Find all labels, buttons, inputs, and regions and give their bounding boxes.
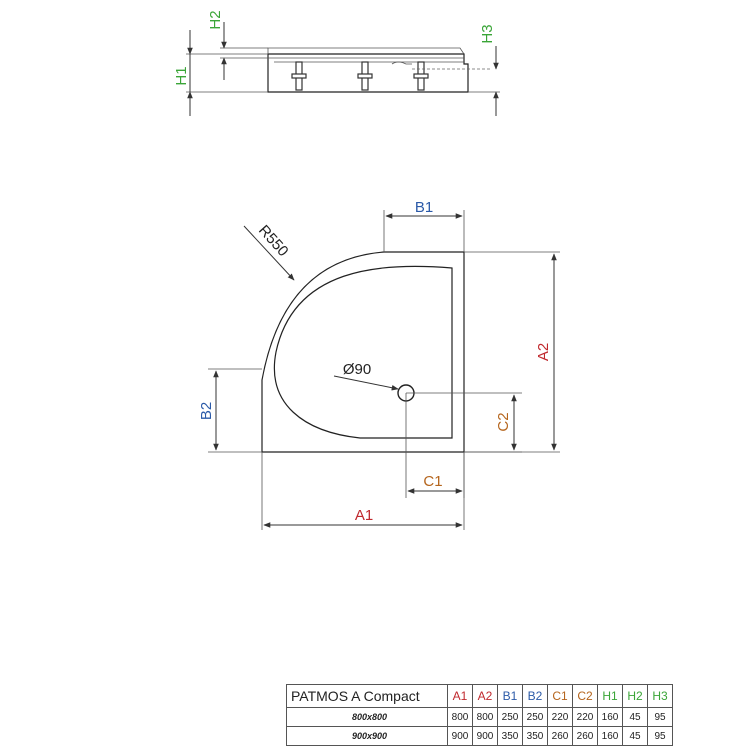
a2-label: A2 — [535, 343, 552, 361]
header-a2: A2 — [472, 684, 498, 708]
cell-h1: 160 — [597, 726, 623, 746]
top-view: B1 A2 B2 C2 C1 A1 R550 Ø90 — [198, 199, 560, 530]
header-b1: B1 — [497, 684, 523, 708]
cell-a2: 900 — [472, 726, 498, 746]
cell-c1: 260 — [547, 726, 573, 746]
dimensions-table: PATMOS A Compact A1 A2 B1 B2 C1 C2 H1 H2… — [286, 684, 673, 746]
header-c2: C2 — [572, 684, 598, 708]
header-h2: H2 — [622, 684, 648, 708]
cell-a1: 800 — [447, 707, 473, 727]
cell-a1: 900 — [447, 726, 473, 746]
h3-label: H3 — [479, 24, 496, 43]
header-h1: H1 — [597, 684, 623, 708]
cell-h3: 95 — [647, 707, 673, 727]
header-c1: C1 — [547, 684, 573, 708]
table-row: 900x900 900 900 350 350 260 260 160 45 9… — [286, 726, 673, 746]
row-size: 900x900 — [286, 726, 448, 746]
a1-label: A1 — [355, 507, 373, 524]
cell-a2: 800 — [472, 707, 498, 727]
header-b2: B2 — [522, 684, 548, 708]
cell-h2: 45 — [622, 726, 648, 746]
cell-b2: 250 — [522, 707, 548, 727]
radius-leader — [243, 225, 295, 281]
cell-h2: 45 — [622, 707, 648, 727]
product-name: PATMOS A Compact — [286, 684, 448, 708]
tray-feet — [291, 61, 429, 91]
h1-label: H1 — [173, 66, 190, 85]
drain-label: Ø90 — [343, 361, 371, 378]
h2-label: H2 — [207, 10, 224, 29]
cell-b1: 350 — [497, 726, 523, 746]
drain-leader — [333, 375, 399, 391]
c1-label: C1 — [423, 473, 442, 490]
cell-c1: 220 — [547, 707, 573, 727]
b2-label: B2 — [198, 402, 215, 420]
b1-label: B1 — [415, 199, 433, 216]
cell-h1: 160 — [597, 707, 623, 727]
cell-c2: 220 — [572, 707, 598, 727]
header-a1: A1 — [447, 684, 473, 708]
c2-label: C2 — [495, 412, 512, 431]
cell-b1: 250 — [497, 707, 523, 727]
header-h3: H3 — [647, 684, 673, 708]
cell-h3: 95 — [647, 726, 673, 746]
radius-label: R550 — [255, 222, 292, 260]
row-size: 800x800 — [286, 707, 448, 727]
table-header-row: PATMOS A Compact A1 A2 B1 B2 C1 C2 H1 H2… — [286, 684, 673, 708]
cell-c2: 260 — [572, 726, 598, 746]
side-view: H1 H2 H3 — [173, 10, 500, 116]
table-row: 800x800 800 800 250 250 220 220 160 45 9… — [286, 707, 673, 727]
cell-b2: 350 — [522, 726, 548, 746]
